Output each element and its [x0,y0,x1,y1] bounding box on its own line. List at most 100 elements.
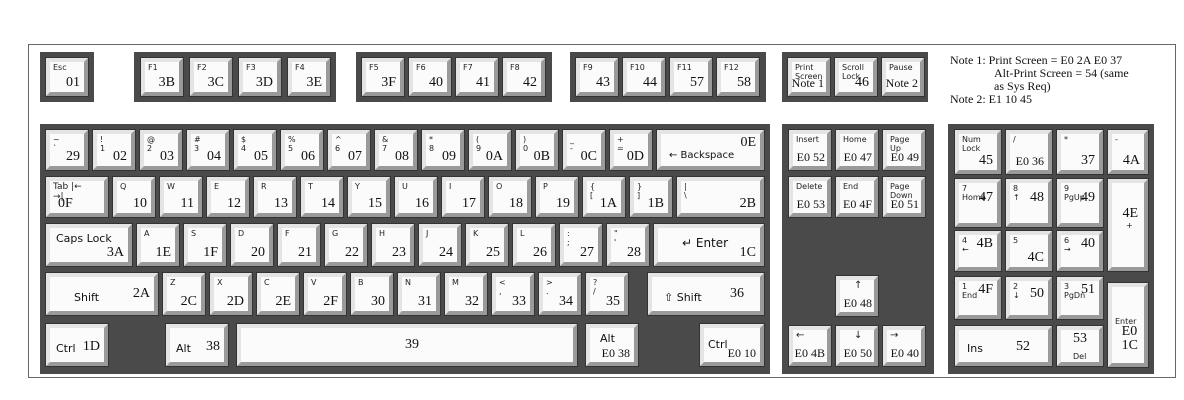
key-up-arrow[interactable]: ↑E0 48 [835,275,879,317]
key-keypad-slash[interactable]: /E0 36 [1005,129,1053,175]
key-left-arrow[interactable]: ←E0 4B [788,325,832,367]
key-keypad-4[interactable]: 4 ←4B [954,230,1002,272]
key-right-arrow[interactable]: →E0 40 [882,325,926,367]
key-keypad-minus[interactable]: -4A [1107,129,1149,175]
key-equal[interactable]: + =0D [609,129,653,171]
key-tab[interactable]: Tab |← →|0F [45,176,109,218]
key-down-arrow[interactable]: ↓E0 50 [835,325,879,367]
key-period[interactable]: > .34 [538,272,582,316]
key-backslash[interactable]: | \2B [676,176,765,218]
key-left-bracket[interactable]: { [1A [582,176,626,218]
key-keypad-asterisk[interactable]: *37 [1056,129,1104,175]
key-keypad-plus[interactable]: +4E [1107,178,1149,272]
key-keypad-6[interactable]: 6 →40 [1056,230,1104,272]
key-grave[interactable]: ~ `29 [45,129,89,171]
key-slash[interactable]: ? /35 [585,272,629,316]
key-semicolon[interactable]: : ;27 [559,223,603,267]
key-space[interactable]: 39 [236,323,578,367]
key-keypad-2[interactable]: 2 ↓50 [1005,276,1053,320]
key-right-bracket[interactable]: } ]1B [629,176,673,218]
key-comma[interactable]: < ,33 [491,272,535,316]
key-quote[interactable]: " '28 [606,223,650,267]
key-keypad-8[interactable]: 8 ↑48 [1005,178,1053,228]
